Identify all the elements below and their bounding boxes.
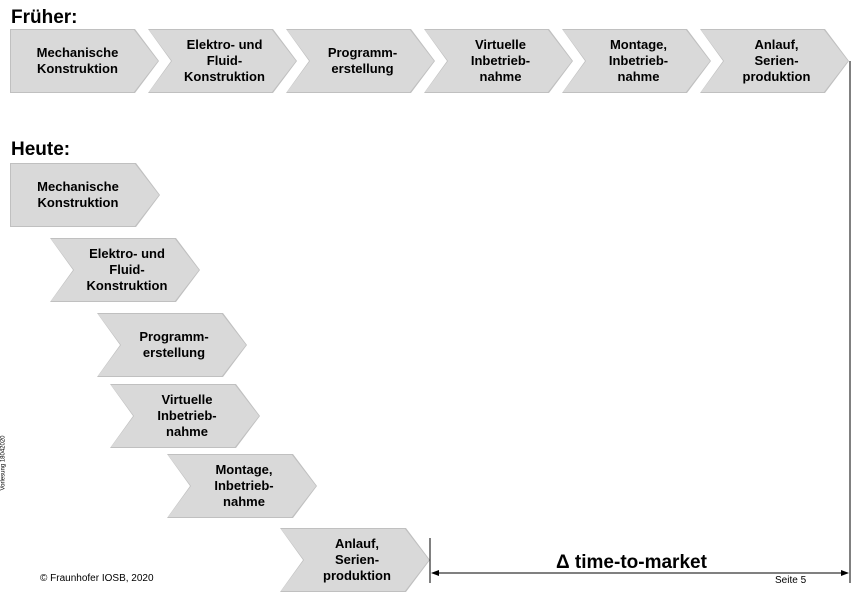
before-step-montage: Montage, Inbetrieb- nahme bbox=[562, 29, 711, 93]
step-label: Anlauf, Serien- produktion bbox=[323, 536, 391, 583]
now-step-programmerstellung: Programm- erstellung bbox=[97, 313, 247, 377]
step-label: Anlauf, Serien- produktion bbox=[742, 37, 811, 84]
now-step-elektro-fluid: Elektro- und Fluid- Konstruktion bbox=[50, 238, 200, 302]
footer-page-number: Seite 5 bbox=[775, 575, 807, 586]
side-note: Vorlesung 18042020 bbox=[0, 435, 7, 491]
before-step-virtuelle-inbetriebnahme: Virtuelle Inbetrieb- nahme bbox=[424, 29, 573, 93]
before-step-programmerstellung: Programm- erstellung bbox=[286, 29, 435, 93]
step-label: Elektro- und Fluid- Konstruktion bbox=[184, 37, 265, 84]
step-label: Elektro- und Fluid- Konstruktion bbox=[86, 246, 168, 293]
heading-now: Heute: bbox=[11, 139, 71, 160]
step-label: Virtuelle Inbetrieb- nahme bbox=[470, 37, 531, 84]
step-label: Montage, Inbetrieb- nahme bbox=[214, 462, 274, 509]
before-step-elektro-fluid: Elektro- und Fluid- Konstruktion bbox=[148, 29, 297, 93]
now-step-virtuelle-inbetriebnahme: Virtuelle Inbetrieb- nahme bbox=[110, 384, 260, 448]
step-label: Montage, Inbetrieb- nahme bbox=[608, 37, 669, 84]
now-step-montage: Montage, Inbetrieb- nahme bbox=[167, 454, 317, 518]
step-label: Programm- erstellung bbox=[139, 329, 209, 360]
now-step-mechanische-konstruktion: Mechanische Konstruktion bbox=[10, 163, 160, 227]
step-label: Mechanische Konstruktion bbox=[37, 179, 119, 210]
delta-time-to-market-label: Δ time-to-market bbox=[556, 552, 707, 573]
step-label: Virtuelle Inbetrieb- nahme bbox=[157, 392, 217, 439]
step-label: Programm- erstellung bbox=[327, 45, 398, 76]
now-step-anlauf: Anlauf, Serien- produktion bbox=[280, 528, 430, 592]
before-step-mechanische-konstruktion: Mechanische Konstruktion bbox=[10, 29, 159, 93]
heading-before: Früher: bbox=[11, 7, 78, 28]
footer-copyright: © Fraunhofer IOSB, 2020 bbox=[40, 573, 154, 584]
step-label: Mechanische Konstruktion bbox=[36, 45, 119, 76]
before-step-anlauf: Anlauf, Serien- produktion bbox=[700, 29, 849, 93]
